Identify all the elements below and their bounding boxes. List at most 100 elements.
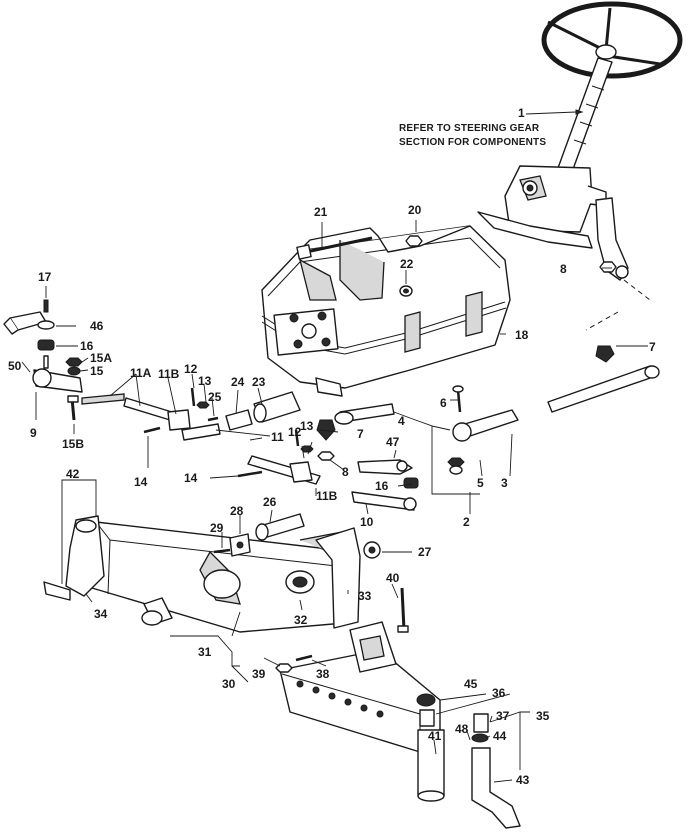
bolt-14-upper (143, 426, 161, 434)
callout-12-lower: 12 (288, 425, 302, 439)
callout-24: 24 (231, 375, 245, 389)
note-line-2: SECTION FOR COMPONENTS (399, 137, 546, 148)
washer-44 (471, 733, 489, 743)
clamp-11b-lower (289, 461, 313, 483)
callout-22: 22 (400, 257, 414, 271)
callout-5: 5 (477, 476, 484, 490)
callout-10: 10 (360, 515, 374, 529)
seal-45 (416, 693, 436, 707)
callout-3: 3 (501, 476, 508, 490)
pitman-arm (595, 197, 629, 281)
center-shaft-3 (452, 409, 519, 442)
callout-23: 23 (252, 375, 266, 389)
pin-26 (255, 513, 305, 541)
washer-15 (67, 366, 81, 376)
callout-30: 30 (222, 677, 236, 691)
callout-4: 4 (398, 414, 405, 428)
callout-34: 34 (94, 607, 108, 621)
washer-27 (363, 541, 381, 559)
callout-11b-lower: 11B (316, 489, 338, 503)
callout-29: 29 (210, 521, 224, 535)
callout-labels: 1 2 3 4 5 6 7 7 8 8 9 10 11 11A 11B 11B … (8, 106, 656, 787)
spindle-34-left (43, 515, 105, 601)
tie-rod-tube-11a (81, 393, 173, 421)
callout-8-upper: 8 (560, 262, 567, 276)
callout-44: 44 (493, 729, 507, 743)
dust-seal-16 (37, 339, 55, 351)
callout-6: 6 (440, 396, 447, 410)
nut-8-lower (317, 451, 335, 461)
bolt-29 (213, 548, 231, 554)
callout-7-center: 7 (357, 427, 364, 441)
bolt-38 (295, 654, 313, 662)
callout-2: 2 (463, 515, 470, 529)
ball-socket-9 (32, 355, 83, 393)
callout-43: 43 (516, 773, 530, 787)
seal-16-right (403, 477, 419, 489)
bolt-15b (67, 395, 79, 421)
bolt-25 (207, 416, 219, 422)
washer-46 (37, 320, 55, 330)
callout-7-right: 7 (649, 340, 656, 354)
axle-extension (279, 621, 441, 753)
bracket-24 (225, 409, 253, 431)
callout-16-left: 16 (80, 339, 94, 353)
bolt-6 (452, 385, 464, 413)
callout-37: 37 (496, 709, 510, 723)
callout-15b: 15B (62, 437, 84, 451)
callout-50: 50 (8, 359, 22, 373)
callout-25: 25 (208, 390, 222, 404)
bolt-21 (296, 236, 373, 260)
callout-36: 36 (492, 686, 506, 700)
callout-13-upper: 13 (198, 374, 212, 388)
callout-13-lower: 13 (300, 419, 314, 433)
callout-20: 20 (408, 203, 422, 217)
bushing-36 (419, 709, 435, 727)
nut-20 (405, 235, 423, 247)
bracket-33 (315, 527, 361, 629)
callout-46: 46 (90, 319, 104, 333)
callout-14-lower: 14 (184, 471, 198, 485)
nut-15a (65, 357, 83, 367)
drag-arm-47 (357, 459, 413, 475)
callout-8-lower: 8 (342, 465, 349, 479)
callout-9: 9 (30, 426, 37, 440)
bolt-14-lower (237, 470, 263, 478)
callout-11b-upper: 11B (158, 367, 180, 381)
callout-21: 21 (314, 205, 328, 219)
callout-33: 33 (358, 589, 372, 603)
callout-47: 47 (386, 435, 400, 449)
steering-arm-4 (334, 403, 395, 425)
steering-wheel (541, 1, 683, 79)
callout-14-upper: 14 (134, 475, 148, 489)
callout-15a: 15A (90, 351, 112, 365)
drag-link (547, 345, 660, 413)
plate-28 (229, 533, 251, 557)
nut-5 (447, 457, 465, 475)
bolt-40 (397, 587, 409, 633)
callout-45: 45 (464, 677, 478, 691)
clamp-11b-upper (167, 409, 191, 431)
tie-rod-end-10 (351, 491, 417, 511)
callout-35: 35 (536, 709, 550, 723)
callout-32: 32 (294, 613, 308, 627)
callout-27: 27 (418, 545, 432, 559)
callout-42: 42 (66, 467, 80, 481)
bolt-12-upper (190, 387, 210, 409)
callout-12-upper: 12 (184, 362, 198, 376)
cotter-17 (43, 299, 49, 313)
callout-38: 38 (316, 667, 330, 681)
callout-39: 39 (252, 667, 266, 681)
bushing-31 (141, 597, 173, 626)
callout-26: 26 (263, 495, 277, 509)
callout-16-right: 16 (375, 479, 389, 493)
note-line-1: REFER TO STEERING GEAR (399, 123, 540, 134)
callout-1: 1 (518, 106, 525, 120)
tie-rod-11-upper (181, 423, 221, 441)
front-axle-support-frame (261, 225, 511, 397)
callout-40: 40 (386, 571, 400, 585)
front-axle-beam-30 (77, 521, 357, 633)
steering-gear-housing (477, 165, 607, 249)
